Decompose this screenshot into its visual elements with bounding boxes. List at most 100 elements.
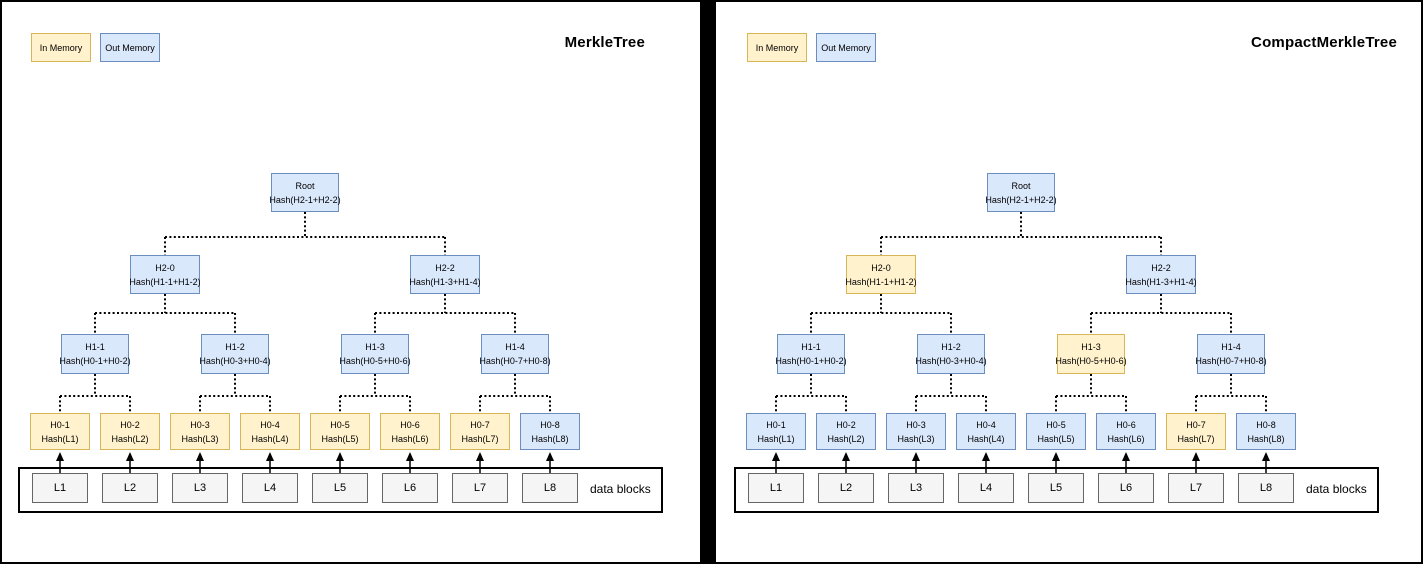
node-label: H1-2 <box>941 342 961 352</box>
panel-title-compactmerkletree: CompactMerkleTree <box>1251 34 1397 51</box>
node-label: H1-3 <box>1081 342 1101 352</box>
data-block-l6: L6 <box>382 473 438 503</box>
node-hash-formula: Hash(L5) <box>321 433 359 444</box>
node-hash-formula: Hash(L7) <box>461 433 499 444</box>
node-label: H2-0 <box>155 262 175 273</box>
node-label: H1-4 <box>505 342 525 352</box>
node-label: H0-2 <box>120 419 140 430</box>
node-label: H0-1 <box>50 419 70 430</box>
legend-in-memory: In Memory <box>31 33 91 62</box>
data-blocks-label: data blocks <box>590 482 651 496</box>
node-hash-formula: Hash(L2) <box>111 433 149 444</box>
node-label: H0-1 <box>766 419 786 430</box>
node-label: H0-2 <box>836 419 856 430</box>
node-hash-formula: Hash(H0-5+H0-6) <box>339 356 411 366</box>
node-label: H2-0 <box>871 262 891 273</box>
node-hash-formula: Hash(H0-3+H0-4) <box>915 356 987 366</box>
merkle-tree-panel: In Memory Out Memory MerkleTree data blo… <box>0 0 700 564</box>
node-label: H1-3 <box>365 342 385 352</box>
node-label: H2-2 <box>435 262 455 273</box>
node-label: H2-2 <box>1151 262 1171 273</box>
node-hash-formula: Hash(L3) <box>897 433 935 444</box>
node-hash-formula: Hash(L6) <box>391 433 429 444</box>
node-hash-formula: Hash(L2) <box>827 433 865 444</box>
data-blocks-label: data blocks <box>1306 482 1367 496</box>
data-block-l4: L4 <box>958 473 1014 503</box>
node-hash-formula: Hash(L8) <box>1247 433 1285 444</box>
node-label: H1-2 <box>225 342 245 352</box>
data-block-l7: L7 <box>452 473 508 503</box>
node-label: H0-3 <box>906 419 926 430</box>
data-block-l2: L2 <box>102 473 158 503</box>
data-block-l8: L8 <box>1238 473 1294 503</box>
node-hash-formula: Hash(L4) <box>967 433 1005 444</box>
node-label: H1-1 <box>801 342 821 352</box>
node-hash-formula: Hash(H2-1+H2-2) <box>269 194 341 205</box>
compact-merkle-tree-panel: In Memory Out Memory CompactMerkleTree d… <box>716 0 1423 564</box>
node-label: H0-7 <box>470 419 490 430</box>
node-hash-formula: Hash(H0-7+H0-8) <box>479 356 551 366</box>
data-block-l2: L2 <box>818 473 874 503</box>
node-hash-formula: Hash(L4) <box>251 433 289 444</box>
data-block-l1: L1 <box>32 473 88 503</box>
legend-out-memory: Out Memory <box>816 33 876 62</box>
node-label: H0-6 <box>1116 419 1136 430</box>
node-hash-formula: Hash(L1) <box>41 433 79 444</box>
legend-in-memory: In Memory <box>747 33 807 62</box>
data-block-l7: L7 <box>1168 473 1224 503</box>
node-hash-formula: Hash(H1-1+H1-2) <box>129 276 201 287</box>
node-label: H0-3 <box>190 419 210 430</box>
data-block-l6: L6 <box>1098 473 1154 503</box>
node-hash-formula: Hash(H0-7+H0-8) <box>1195 356 1267 366</box>
node-hash-formula: Hash(L6) <box>1107 433 1145 444</box>
node-label: H0-7 <box>1186 419 1206 430</box>
data-block-l3: L3 <box>172 473 228 503</box>
node-label: H0-6 <box>400 419 420 430</box>
node-hash-formula: Hash(H1-3+H1-4) <box>409 276 481 287</box>
data-block-l1: L1 <box>748 473 804 503</box>
data-block-l5: L5 <box>1028 473 1084 503</box>
node-label: H1-1 <box>85 342 105 352</box>
node-label: H0-8 <box>540 419 560 430</box>
node-hash-formula: Hash(L7) <box>1177 433 1215 444</box>
node-label: H0-8 <box>1256 419 1276 430</box>
node-hash-formula: Hash(L8) <box>531 433 569 444</box>
node-hash-formula: Hash(H1-3+H1-4) <box>1125 276 1197 287</box>
node-label: H0-4 <box>976 419 996 430</box>
panel-title-merkletree: MerkleTree <box>564 34 645 51</box>
node-label: H0-4 <box>260 419 280 430</box>
data-block-l3: L3 <box>888 473 944 503</box>
data-block-l5: L5 <box>312 473 368 503</box>
node-label: Root <box>1011 180 1031 191</box>
node-hash-formula: Hash(L5) <box>1037 433 1075 444</box>
node-hash-formula: Hash(H0-5+H0-6) <box>1055 356 1127 366</box>
